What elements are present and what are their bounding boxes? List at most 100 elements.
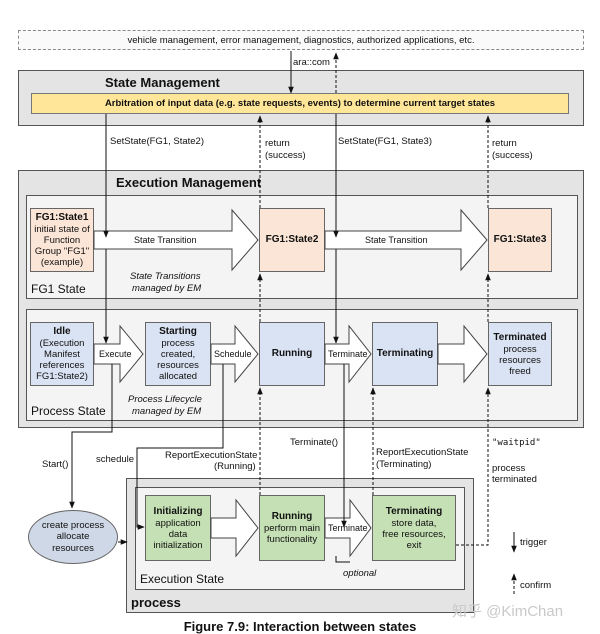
fg1-state1-box: FG1:State1 initial state of Function Gro… xyxy=(30,208,94,272)
terminating-exec-line-2: free resources, xyxy=(382,528,446,540)
initializing-to-running-arrow xyxy=(210,498,259,558)
terminating-exec-line-3: exit xyxy=(406,539,422,551)
create-process-line-1: create process xyxy=(41,519,105,531)
return-label-1a: return xyxy=(265,138,290,149)
fg1-note-line-1: State Transitions xyxy=(130,271,201,282)
fg1-transition-label-2: State Transition xyxy=(365,235,428,245)
running-exec-line-2: functionality xyxy=(266,534,318,545)
report-running-label-2: (Running) xyxy=(214,461,256,472)
fg1-state1-title: FG1:State1 xyxy=(35,212,89,223)
running-exec-box: Running perform main functionality xyxy=(259,495,325,561)
fg1-transition-arrow-2 xyxy=(324,208,488,272)
return-label-1b: (success) xyxy=(265,150,306,161)
idle-line-1: (Execution xyxy=(39,338,85,349)
terminating-box: Terminating xyxy=(372,322,438,386)
fg1-state2-title: FG1:State2 xyxy=(265,234,319,245)
execution-state-label: Execution State xyxy=(140,572,225,586)
process-terminated-line xyxy=(456,387,491,546)
idle-to-starting-arrow xyxy=(93,324,144,384)
process-note-line-2: managed by EM xyxy=(132,406,202,417)
terminating-exec-title: Terminating xyxy=(385,505,443,517)
initializing-line-2: data xyxy=(168,528,188,540)
starting-line-3: resources xyxy=(157,360,199,371)
process-terminated-label-2: terminated xyxy=(492,474,537,485)
create-process-line-3: resources xyxy=(52,542,94,554)
idle-line-4: FG1:State2) xyxy=(36,371,88,382)
initializing-title: Initializing xyxy=(153,505,203,517)
report-terminating-label-2: (Terminating) xyxy=(376,459,432,470)
schedule-label: Schedule xyxy=(214,349,252,359)
return-label-2a: return xyxy=(492,138,517,149)
process-panel-title: process xyxy=(131,595,181,610)
set-state-label-2: SetState(FG1, State3) xyxy=(338,136,432,147)
state-management-panel: State Management Arbitration of input da… xyxy=(18,70,584,126)
fg1-state2-box: FG1:State2 xyxy=(259,208,325,272)
starting-box: Starting process created, resources allo… xyxy=(145,322,211,386)
legend-trigger-label: trigger xyxy=(520,537,547,548)
idle-box: Idle (Execution Manifest references FG1:… xyxy=(30,322,94,386)
terminated-title: Terminated xyxy=(493,331,547,343)
process-state-label: Process State xyxy=(31,404,106,418)
running-title: Running xyxy=(271,348,313,359)
running-to-terminating-exec-arrow xyxy=(324,498,372,558)
terminate-exec-label: Terminate xyxy=(328,523,368,533)
fg1-state-label: FG1 State xyxy=(31,282,86,296)
starting-line-2: created, xyxy=(160,349,196,360)
fg1-state3-box: FG1:State3 xyxy=(488,208,552,272)
state-management-title: State Management xyxy=(105,75,220,90)
start-call-line xyxy=(69,364,113,509)
idle-title: Idle xyxy=(53,326,71,337)
start-label: Start() xyxy=(42,459,69,470)
optional-loop-line xyxy=(335,556,350,563)
running-box: Running xyxy=(259,322,325,386)
process-terminated-label-1: process xyxy=(492,463,526,474)
terminating-to-terminated-arrow xyxy=(437,324,488,384)
fg1-note-line-2: managed by EM xyxy=(132,283,202,294)
terminating-title: Terminating xyxy=(376,348,434,359)
idle-line-2: Manifest xyxy=(44,349,80,360)
top-bar: vehicle management, error management, di… xyxy=(18,30,584,50)
running-exec-line-1: perform main xyxy=(264,523,320,534)
process-note-line-1: Process Lifecycle xyxy=(128,394,202,405)
terminated-line-1: process xyxy=(503,343,537,355)
fg1-transition-label-1: State Transition xyxy=(134,235,197,245)
starting-line-4: allocated xyxy=(158,371,198,382)
schedule-call-line xyxy=(136,364,224,530)
terminated-box: Terminated process resources freed xyxy=(488,322,552,386)
starting-title: Starting xyxy=(159,326,197,337)
execute-label: Execute xyxy=(99,349,132,359)
terminating-exec-line-1: store data, xyxy=(391,517,437,529)
set-state-label-1: SetState(FG1, State2) xyxy=(110,136,204,147)
initializing-line-1: application xyxy=(155,517,201,529)
report-running-label-1: ReportExecutionState xyxy=(165,450,258,461)
terminated-line-2: resources xyxy=(499,354,541,366)
waitpid-label: "waitpid" xyxy=(492,438,541,448)
fg1-state1-line-4: (example) xyxy=(40,257,84,268)
create-process-line-2: allocate xyxy=(56,531,90,543)
starting-to-running-arrow xyxy=(210,324,259,384)
running-to-terminating-arrow xyxy=(324,324,372,384)
fg1-state1-line-3: Group "FG1" xyxy=(34,246,90,257)
terminate-call-label: Terminate() xyxy=(290,437,339,448)
ara-com-label: ara::com xyxy=(293,57,330,68)
running-exec-title: Running xyxy=(271,511,313,522)
watermark: 知乎 @KimChan xyxy=(452,603,564,620)
fg1-state1-line-2: Function xyxy=(43,235,81,246)
fg1-transition-arrow-1 xyxy=(93,208,259,272)
figure-caption: Figure 7.9: Interaction between states xyxy=(183,619,417,634)
return-label-2b: (success) xyxy=(492,150,533,161)
top-bar-text: vehicle management, error management, di… xyxy=(127,34,475,46)
terminated-line-3: freed xyxy=(509,365,531,377)
optional-label: optional xyxy=(343,568,377,579)
arbitration-bar: Arbitration of input data (e.g. state re… xyxy=(31,93,569,114)
report-terminating-label-1: ReportExecutionState xyxy=(376,447,469,458)
fg1-state1-line-1: initial state of xyxy=(34,224,90,235)
starting-line-1: process xyxy=(161,338,195,349)
legend-confirm-label: confirm xyxy=(520,580,552,591)
schedule-call-label: schedule xyxy=(96,454,135,465)
execution-management-title: Execution Management xyxy=(116,175,262,190)
terminate-label: Terminate xyxy=(328,349,368,359)
initializing-box: Initializing application data initializa… xyxy=(145,495,211,561)
terminating-exec-box: Terminating store data, free resources, … xyxy=(372,495,456,561)
